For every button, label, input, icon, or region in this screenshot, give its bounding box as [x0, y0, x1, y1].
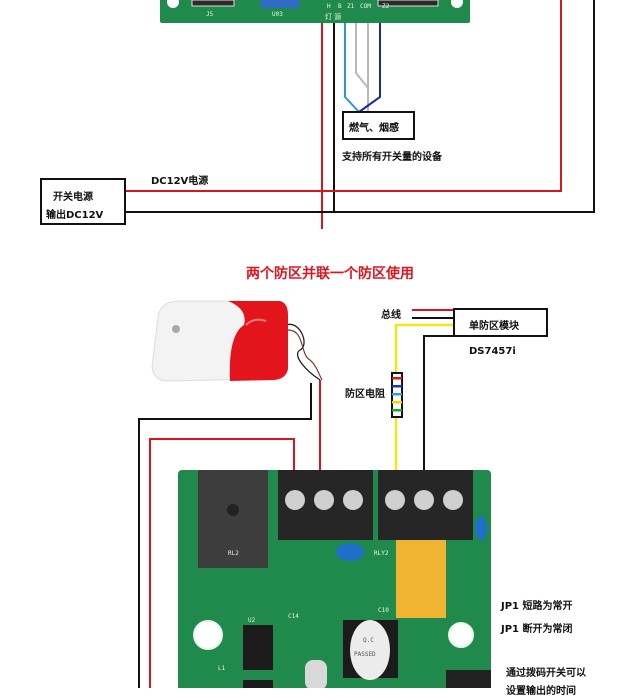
- crystal: [305, 660, 327, 688]
- wire-blue: [358, 23, 381, 113]
- resistor-band: [392, 409, 402, 412]
- connector-right: [377, 0, 439, 7]
- siren-red-lens: [228, 301, 288, 381]
- top-pcb-details: J5 U03 H B Z1 COM Z2 灯 源: [167, 0, 463, 21]
- relay-yellow: [396, 540, 446, 618]
- top-wiring: [100, 0, 595, 229]
- alarm-pcb-details: Q.C PASSED RL2 RLY2 C10 C14 L1 U2: [193, 470, 491, 688]
- siren-hole: [172, 325, 180, 333]
- dip-note-line2: 设置输出的时间: [506, 686, 576, 697]
- silk-c14: C14: [288, 613, 299, 620]
- silk-u2: U2: [248, 617, 256, 624]
- wire-red-main: [124, 0, 562, 192]
- wire-black-module: [423, 335, 454, 472]
- relay-marking: [227, 504, 239, 516]
- potentiometer: [261, 0, 299, 8]
- wire-yellow: [394, 323, 454, 472]
- resistor-band: [392, 401, 402, 404]
- dip-note-line1: 通过拨码开关可以: [506, 668, 586, 679]
- psu-box: 开关电源 输出DC12V: [40, 178, 126, 225]
- qc-sticker: [350, 620, 390, 680]
- module-box-label: 单防区模块: [469, 321, 519, 332]
- siren-strobe: [151, 300, 288, 382]
- silk-c10: C10: [378, 607, 389, 614]
- silk-b: B: [338, 3, 342, 10]
- silk-com: COM: [360, 3, 371, 10]
- resistor-band: [392, 393, 402, 396]
- ic-chip: [243, 680, 273, 688]
- silk-z2: Z2: [382, 3, 390, 10]
- bus-label: 总线: [381, 310, 401, 321]
- jp1-note-2: JP1 断开为常闭: [501, 624, 573, 635]
- jp1-note-1: JP1 短路为常开: [501, 601, 573, 612]
- power-label: DC12V电源: [151, 176, 209, 187]
- silk-rly2: RLY2: [374, 550, 389, 557]
- wire-gray-1: [355, 23, 369, 130]
- silk-u03: U03: [272, 11, 283, 18]
- device-box-label: 燃气、烟感: [349, 123, 399, 134]
- mount-hole: [193, 620, 223, 650]
- mount-hole: [448, 622, 474, 648]
- resistor-band: [392, 377, 402, 380]
- wire-black-siren: [138, 383, 312, 688]
- bottom-title: 两个防区并联一个防区使用: [246, 266, 414, 282]
- zone-resistor: [391, 372, 403, 418]
- dip-switch: [446, 670, 491, 688]
- silk-rl2: RL2: [228, 550, 239, 557]
- siren-lead-red: [287, 329, 323, 381]
- silk-z1: Z1: [347, 3, 355, 10]
- mount-hole: [167, 0, 179, 8]
- capacitor-blue: [475, 516, 487, 540]
- passed-text: PASSED: [354, 651, 376, 658]
- silk-j5: J5: [206, 11, 214, 18]
- psu-line1: 开关电源: [53, 192, 93, 203]
- mount-hole: [451, 0, 463, 8]
- ic-chip: [243, 625, 273, 670]
- wire-black-main: [124, 0, 595, 213]
- terminal-block-left: [278, 470, 373, 540]
- relay-black: [198, 470, 268, 568]
- capacitor-blue: [336, 543, 364, 561]
- psu-line2: 输出DC12V: [46, 210, 104, 221]
- module-model: DS7457i: [469, 346, 516, 357]
- device-note: 支持所有开关量的设备: [342, 152, 442, 163]
- gas-smoke-device-box: 燃气、烟感: [342, 111, 415, 140]
- terminal-block-right: [378, 470, 473, 540]
- single-zone-module-box: 单防区模块: [453, 308, 548, 337]
- qc-text: Q.C: [363, 637, 374, 644]
- resistor-label: 防区电阻: [345, 389, 385, 400]
- siren-highlight: [245, 318, 267, 326]
- resistor-band: [392, 385, 402, 388]
- siren-lead-black: [285, 323, 321, 381]
- wire-red-loop: [149, 438, 295, 688]
- silk-l1: L1: [218, 665, 226, 672]
- connector-j5: [191, 0, 235, 7]
- silk-h: H: [327, 3, 331, 10]
- silk-chinese: 灯 源: [325, 12, 341, 21]
